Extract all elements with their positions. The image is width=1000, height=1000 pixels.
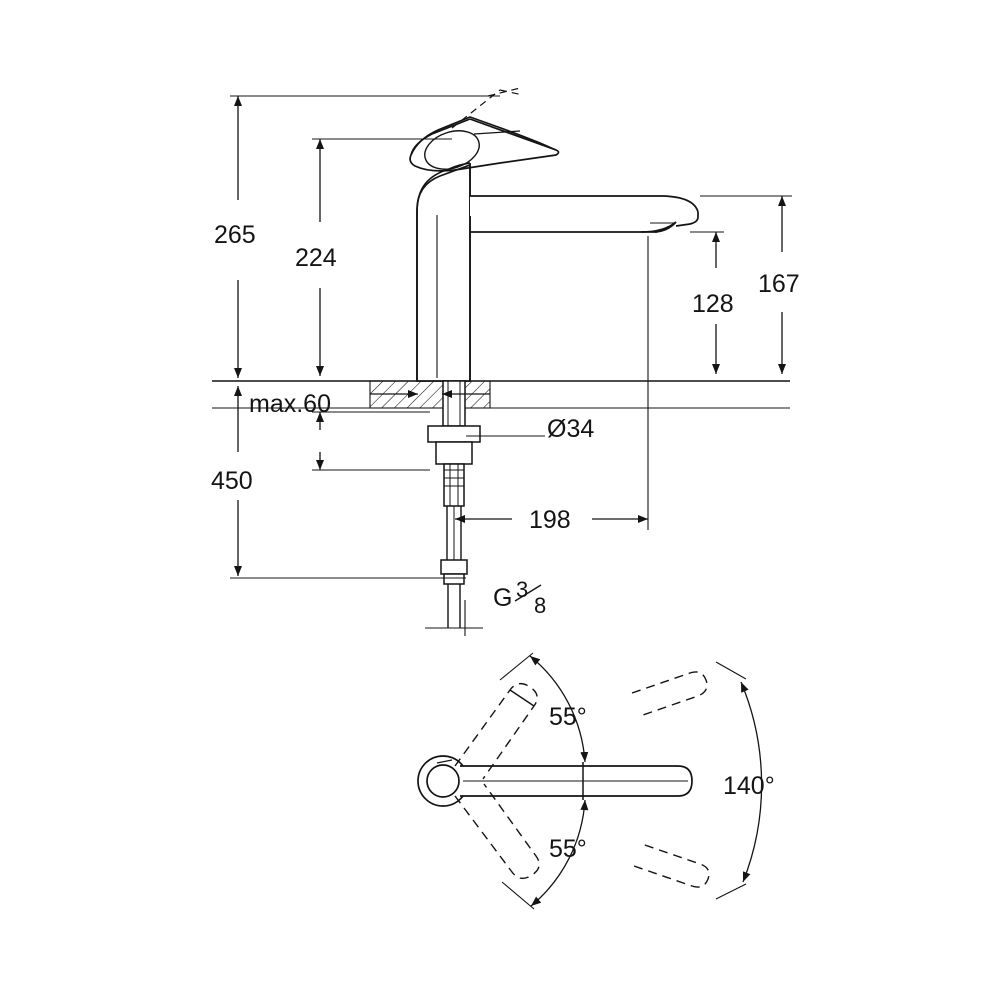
label-max60: max.60	[249, 390, 331, 418]
tap-shank-and-hose	[427, 380, 481, 628]
dim-198	[455, 236, 649, 530]
label-angle-lower: 55°	[549, 835, 587, 863]
plan-view: 55° 55° 140°	[417, 652, 775, 910]
plan-spout-center	[417, 755, 693, 807]
dim-thread	[425, 600, 483, 636]
plan-spout-lower-ghost	[454, 783, 540, 880]
dim-450	[230, 386, 466, 579]
plan-spout-lower-ghost-2	[633, 843, 710, 888]
elevation-dimension-labels: 265 224 max.60 450 Ø34 128 167 198 G 3 8	[211, 221, 800, 618]
label-thread-numerator: 3	[516, 577, 528, 602]
label-angle-total: 140°	[723, 772, 775, 800]
tap-body	[409, 87, 699, 382]
dim-265	[230, 95, 500, 378]
dim-128	[690, 231, 724, 374]
label-167: 167	[758, 270, 800, 298]
label-angle-upper: 55°	[549, 703, 587, 731]
elevation-dimensions	[230, 95, 792, 636]
plan-angle-arc-upper	[499, 652, 589, 763]
dim-167	[700, 195, 792, 374]
label-265: 265	[214, 221, 256, 249]
label-thread-g: G	[493, 584, 512, 612]
label-thread-denominator: 8	[534, 593, 546, 618]
label-450: 450	[211, 467, 253, 495]
elevation-view	[212, 87, 790, 628]
dim-224	[312, 138, 452, 376]
plan-angle-arc-lower	[501, 799, 589, 910]
label-diameter34: Ø34	[547, 415, 594, 443]
label-224: 224	[295, 244, 337, 272]
plan-spout-upper-ghost-2	[631, 671, 708, 717]
label-128: 128	[692, 290, 734, 318]
plan-angle-arc-total	[715, 661, 763, 900]
dim-counter-bracket	[312, 411, 430, 471]
plan-spout-upper-ghost	[454, 682, 538, 780]
label-198: 198	[529, 506, 571, 534]
label-thread: G 3 8	[493, 577, 546, 618]
